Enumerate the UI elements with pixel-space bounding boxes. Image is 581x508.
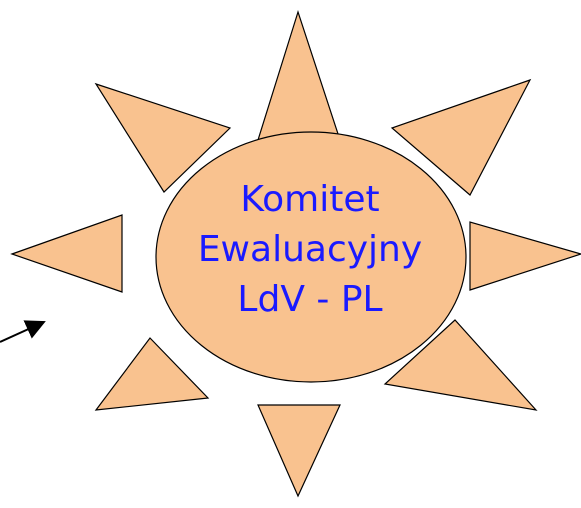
- sun-ray-bottom-left: [94, 337, 210, 411]
- sun-ray-bottom: [257, 404, 341, 498]
- sun-ray-bottom-right: [383, 319, 538, 411]
- sun-center-circle: [155, 131, 467, 383]
- sun-ray-right: [469, 221, 581, 291]
- center-label-line-2: Ewaluacyjny: [197, 229, 423, 270]
- center-label-line-3: LdV - PL: [237, 279, 383, 320]
- incoming-arrow: [0, 320, 46, 343]
- sun-ray-left: [10, 214, 123, 293]
- sun-ray-top-right: [390, 78, 532, 196]
- sun-ray-top: [257, 10, 341, 141]
- sun-ray-top-left: [94, 82, 232, 193]
- center-label-line-1: Komitet: [240, 179, 380, 220]
